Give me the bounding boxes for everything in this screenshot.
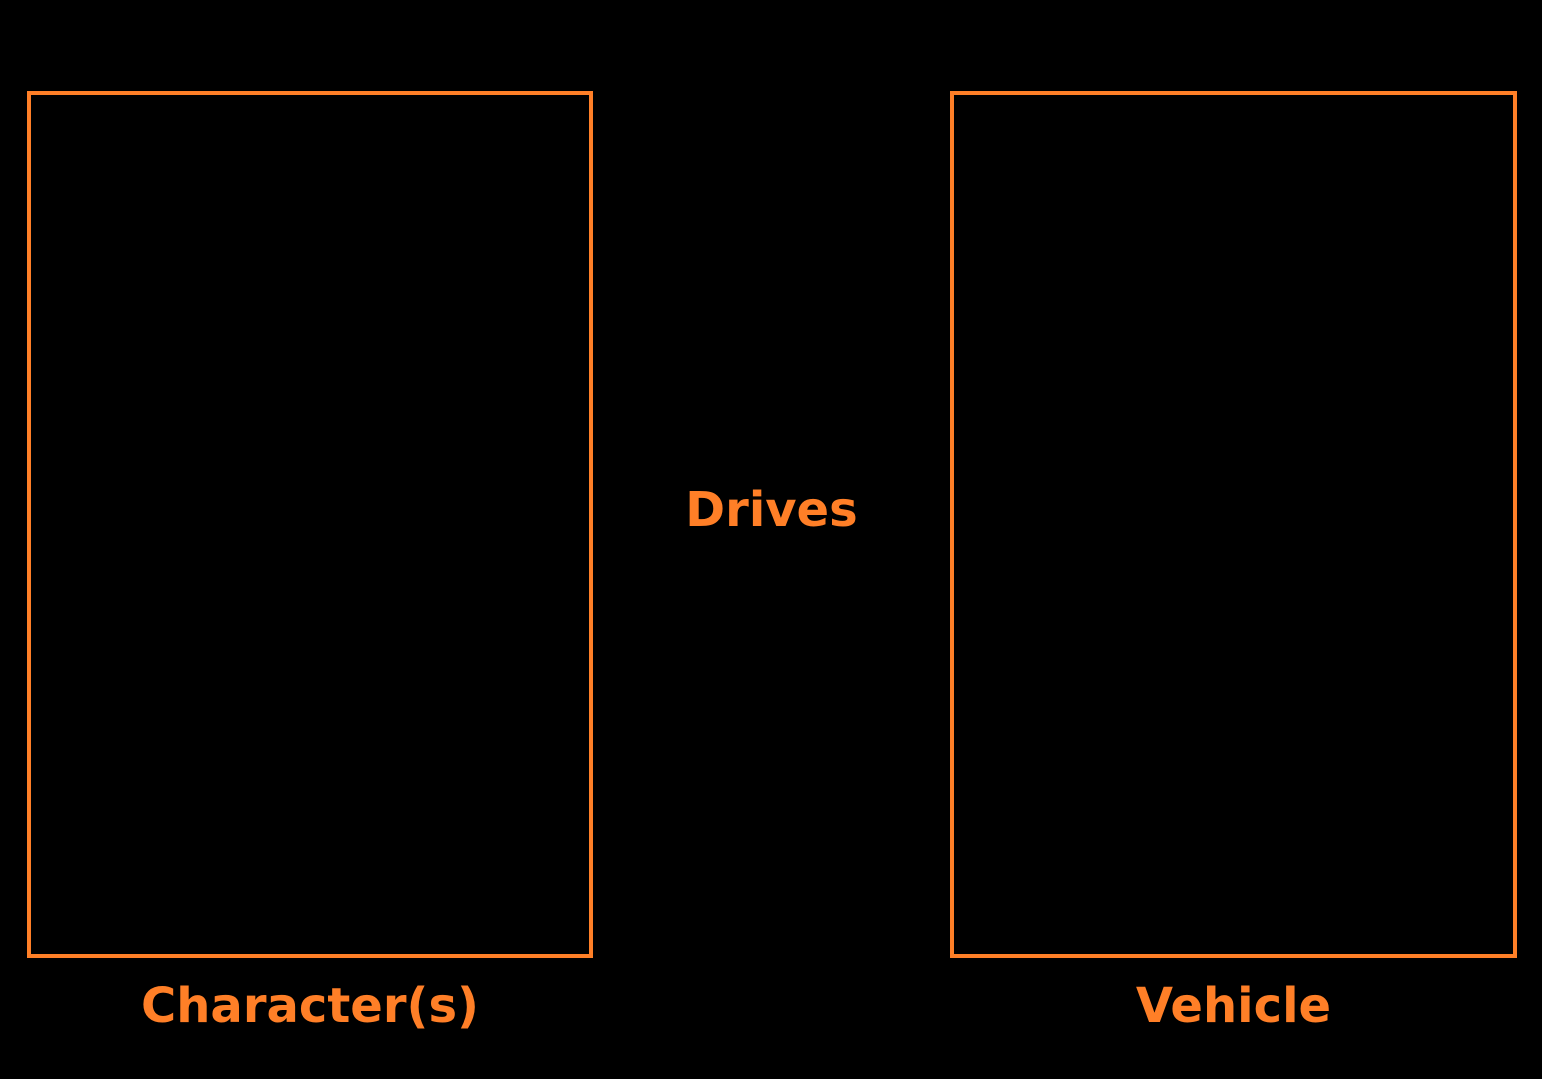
vehicle-caption: Vehicle	[1135, 978, 1332, 1034]
vehicle-image-slot	[950, 91, 1517, 958]
connector-label: Drives	[685, 482, 858, 538]
character-caption: Character(s)	[141, 978, 479, 1034]
character-image-slot	[27, 91, 593, 958]
